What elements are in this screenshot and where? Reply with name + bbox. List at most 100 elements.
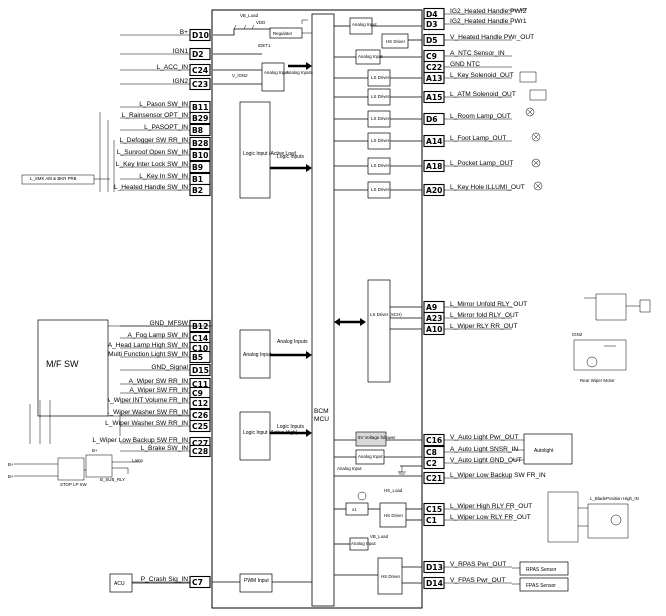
pin-box (189, 47, 211, 61)
pin-id: C21 (426, 474, 442, 483)
pin-id: C16 (426, 436, 442, 445)
pin-signal-label: A_Wiper SW FR_IN (129, 387, 188, 394)
svg-text:LS Driver: LS Driver (371, 75, 390, 80)
vb-load-top-label: VB_Load (240, 13, 259, 18)
pin-box (423, 322, 445, 336)
pin-id: C27 (192, 439, 208, 448)
svg-text:x1: x1 (352, 507, 357, 512)
pin-box (189, 363, 211, 377)
brake-relay-label: B_SUB_RLY (100, 477, 125, 482)
pin-signal-label: GND_MFSW (150, 320, 189, 327)
autolight-block (523, 433, 573, 465)
analog-input-mid (239, 329, 271, 379)
pin-box (189, 396, 211, 410)
pin-id: D10 (192, 31, 209, 40)
pin-signal-label: V_Heated Handle PWr_OUT (450, 34, 534, 41)
pin-id: B2 (192, 186, 203, 195)
pin-box (423, 433, 445, 447)
svg-text:B+: B+ (8, 462, 14, 467)
hs-driver-bottom (377, 557, 403, 595)
pin-id: C22 (426, 63, 442, 72)
pin-box (423, 17, 445, 31)
left-pin-c7: C7P_Crash Sig_IN (120, 575, 211, 589)
pin-box (189, 575, 211, 589)
pin-id: C23 (192, 80, 208, 89)
right-pin-c2: C2 V_Auto Light GND_OUT (423, 456, 522, 470)
svg-text:LS Driver: LS Driver (371, 163, 390, 168)
pin-signal-label: A_Multi Function Light SW_IN (100, 351, 188, 358)
pin-id: C1 (426, 516, 437, 525)
pin-box (423, 71, 445, 85)
pin-box (189, 111, 211, 125)
pin-box (423, 90, 445, 104)
ign-label: IGT (520, 7, 528, 12)
pin-signal-label: L_Sunroof Open SW_IN (117, 149, 188, 156)
pin-signal-label: L_Mirror Unfold RLY_OUT (450, 301, 527, 308)
pin-id: C15 (426, 505, 442, 514)
ls-driver-stack: LS Driver LS Driver LS Driver LS Driver … (367, 69, 391, 199)
mcu-block (311, 13, 335, 607)
pin-signal-label: L_Brake SW_IN (141, 445, 189, 452)
right-pin-d6: D6 L_Room Lamp_OUT (423, 112, 512, 126)
pin-box (189, 444, 211, 458)
pin-signal-label: L_Pason SW_IN (139, 101, 188, 108)
rpas-sensor-block (519, 561, 569, 576)
pin-id: D14 (426, 579, 443, 588)
pin-signal-label: L_Wiper Low RLY FR_OUT (450, 514, 531, 521)
pin-box (423, 456, 445, 470)
right-pin-a9: A9 L_Mirror Unfold RLY_OUT (423, 300, 527, 314)
pin-signal-label: L_Wiper RLY RR_OUT (450, 323, 518, 330)
pin-id: C26 (192, 411, 208, 420)
pin-id: B1 (192, 175, 203, 184)
pin-signal-label: L_Wiper Washer SW FR_IN (106, 409, 188, 416)
rear-wiper-motor-label: Rear Wiper Motor (580, 378, 615, 383)
pin-signal-label: L_Foot Lamp_OUT (450, 135, 506, 142)
pin-id: D13 (426, 563, 443, 572)
pin-id: A9 (426, 303, 437, 312)
pin-id: C12 (192, 399, 208, 408)
pin-box (423, 513, 445, 527)
pin-box (423, 576, 445, 590)
pin-signal-label: L_Wiper Low Backup SW FR_IN (92, 437, 188, 444)
pin-id: C10 (192, 344, 208, 353)
pwm-input-label: PWM Input (244, 578, 269, 584)
pin-box (423, 112, 445, 126)
hs-driver-r1 (381, 33, 409, 49)
pin-signal-label: V_Auto Light GND_OUT (450, 457, 522, 464)
pin-id: C2 (426, 459, 437, 468)
pin-box (423, 471, 445, 485)
blade-position-label: L_BladePosition High_IN (590, 496, 639, 501)
pin-signal-label: B+ (180, 29, 188, 36)
regulator-label: Regulator (273, 31, 293, 36)
pin-signal-label: V_FPAS Pwr_OUT (450, 577, 506, 584)
analog-inputs-top-label: Analog Inputs (286, 70, 314, 75)
svg-text:B+: B+ (92, 448, 98, 453)
pin-id: D3 (426, 20, 438, 29)
pin-signal-label: L_Room Lamp_OUT (450, 113, 511, 120)
pin-signal-label: L_ATM Solenoid_OUT (450, 91, 516, 98)
pin-id: B12 (192, 322, 208, 331)
analog-input-wiper-label: Analog Input (337, 466, 362, 471)
pin-signal-label: A_NTC Sensor_IN (450, 50, 505, 57)
ls-driver-sch-label: LS Driver (SCH) (370, 312, 402, 317)
pin-signal-label: L_Defogger SW RR_IN (119, 137, 188, 144)
pin-id: C24 (192, 66, 208, 75)
pin-signal-label: L_Key Hole ILLUMI_OUT (450, 184, 525, 191)
pin-id: A18 (426, 162, 442, 171)
analog-input-r1-label: Analog Input (352, 22, 377, 27)
pin-signal-label: A_Wiper SW RR_IN (129, 378, 189, 385)
pin-id: B8 (192, 126, 203, 135)
pin-id: D6 (426, 115, 438, 124)
lamp-label: Lamp (132, 458, 144, 463)
